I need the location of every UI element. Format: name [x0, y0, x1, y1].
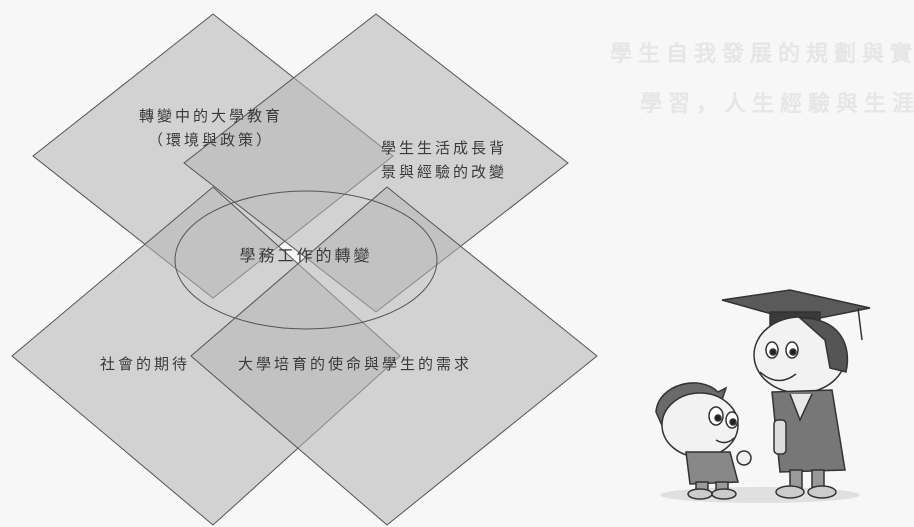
- center-label: 學務工作的轉變: [239, 246, 373, 265]
- bottom-left-label: 社會的期待: [100, 355, 191, 373]
- top-right-label-line-2: 景與經驗的改變: [380, 163, 507, 181]
- bottom-right-label: 大學培育的使命與學生的需求: [238, 355, 473, 373]
- top-right-label: 學生生活成長背 景與經驗的改變: [334, 136, 554, 184]
- top-left-label: 轉變中的大學教育 （環境與政策）: [96, 104, 326, 152]
- diamond-bottom-right: [190, 186, 598, 526]
- center-ellipse: [174, 190, 438, 330]
- top-right-label-line-1: 學生生活成長背: [380, 139, 507, 157]
- faint-header-line-1: 學生自我發展的規劃與實現: [610, 41, 914, 67]
- faint-header-line-2: 學習，人生經驗與生涯: [640, 91, 914, 117]
- top-left-label-line-1: 轉變中的大學教育: [138, 107, 283, 125]
- top-left-label-line-2: （環境與政策）: [147, 131, 274, 149]
